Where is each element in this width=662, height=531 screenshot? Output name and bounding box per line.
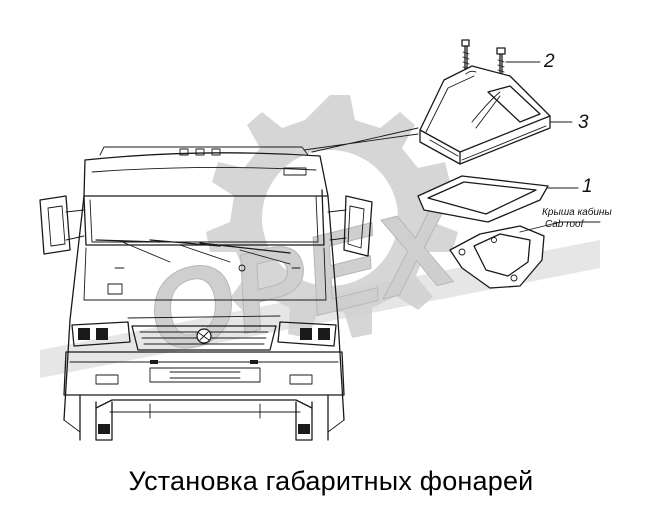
gasket [417,175,549,223]
cab-roof-fragment [449,225,545,289]
leader-roof [519,221,601,233]
callout-2: 2 [544,51,555,72]
figure-caption: Установка габаритных фонарей [128,466,534,496]
truck-cab [39,146,373,441]
callout-1: 1 [582,176,593,197]
marker-lamp [419,65,551,165]
watermark-text: OPEX [134,180,472,378]
roof-note-ru: Крыша кабины [542,207,612,218]
roof-note-en: Cab roof [545,219,584,230]
callout-3: 3 [578,112,589,133]
watermark-band [40,240,600,378]
leader-lamp-to-roof [303,127,419,153]
watermark-gear [206,95,458,338]
